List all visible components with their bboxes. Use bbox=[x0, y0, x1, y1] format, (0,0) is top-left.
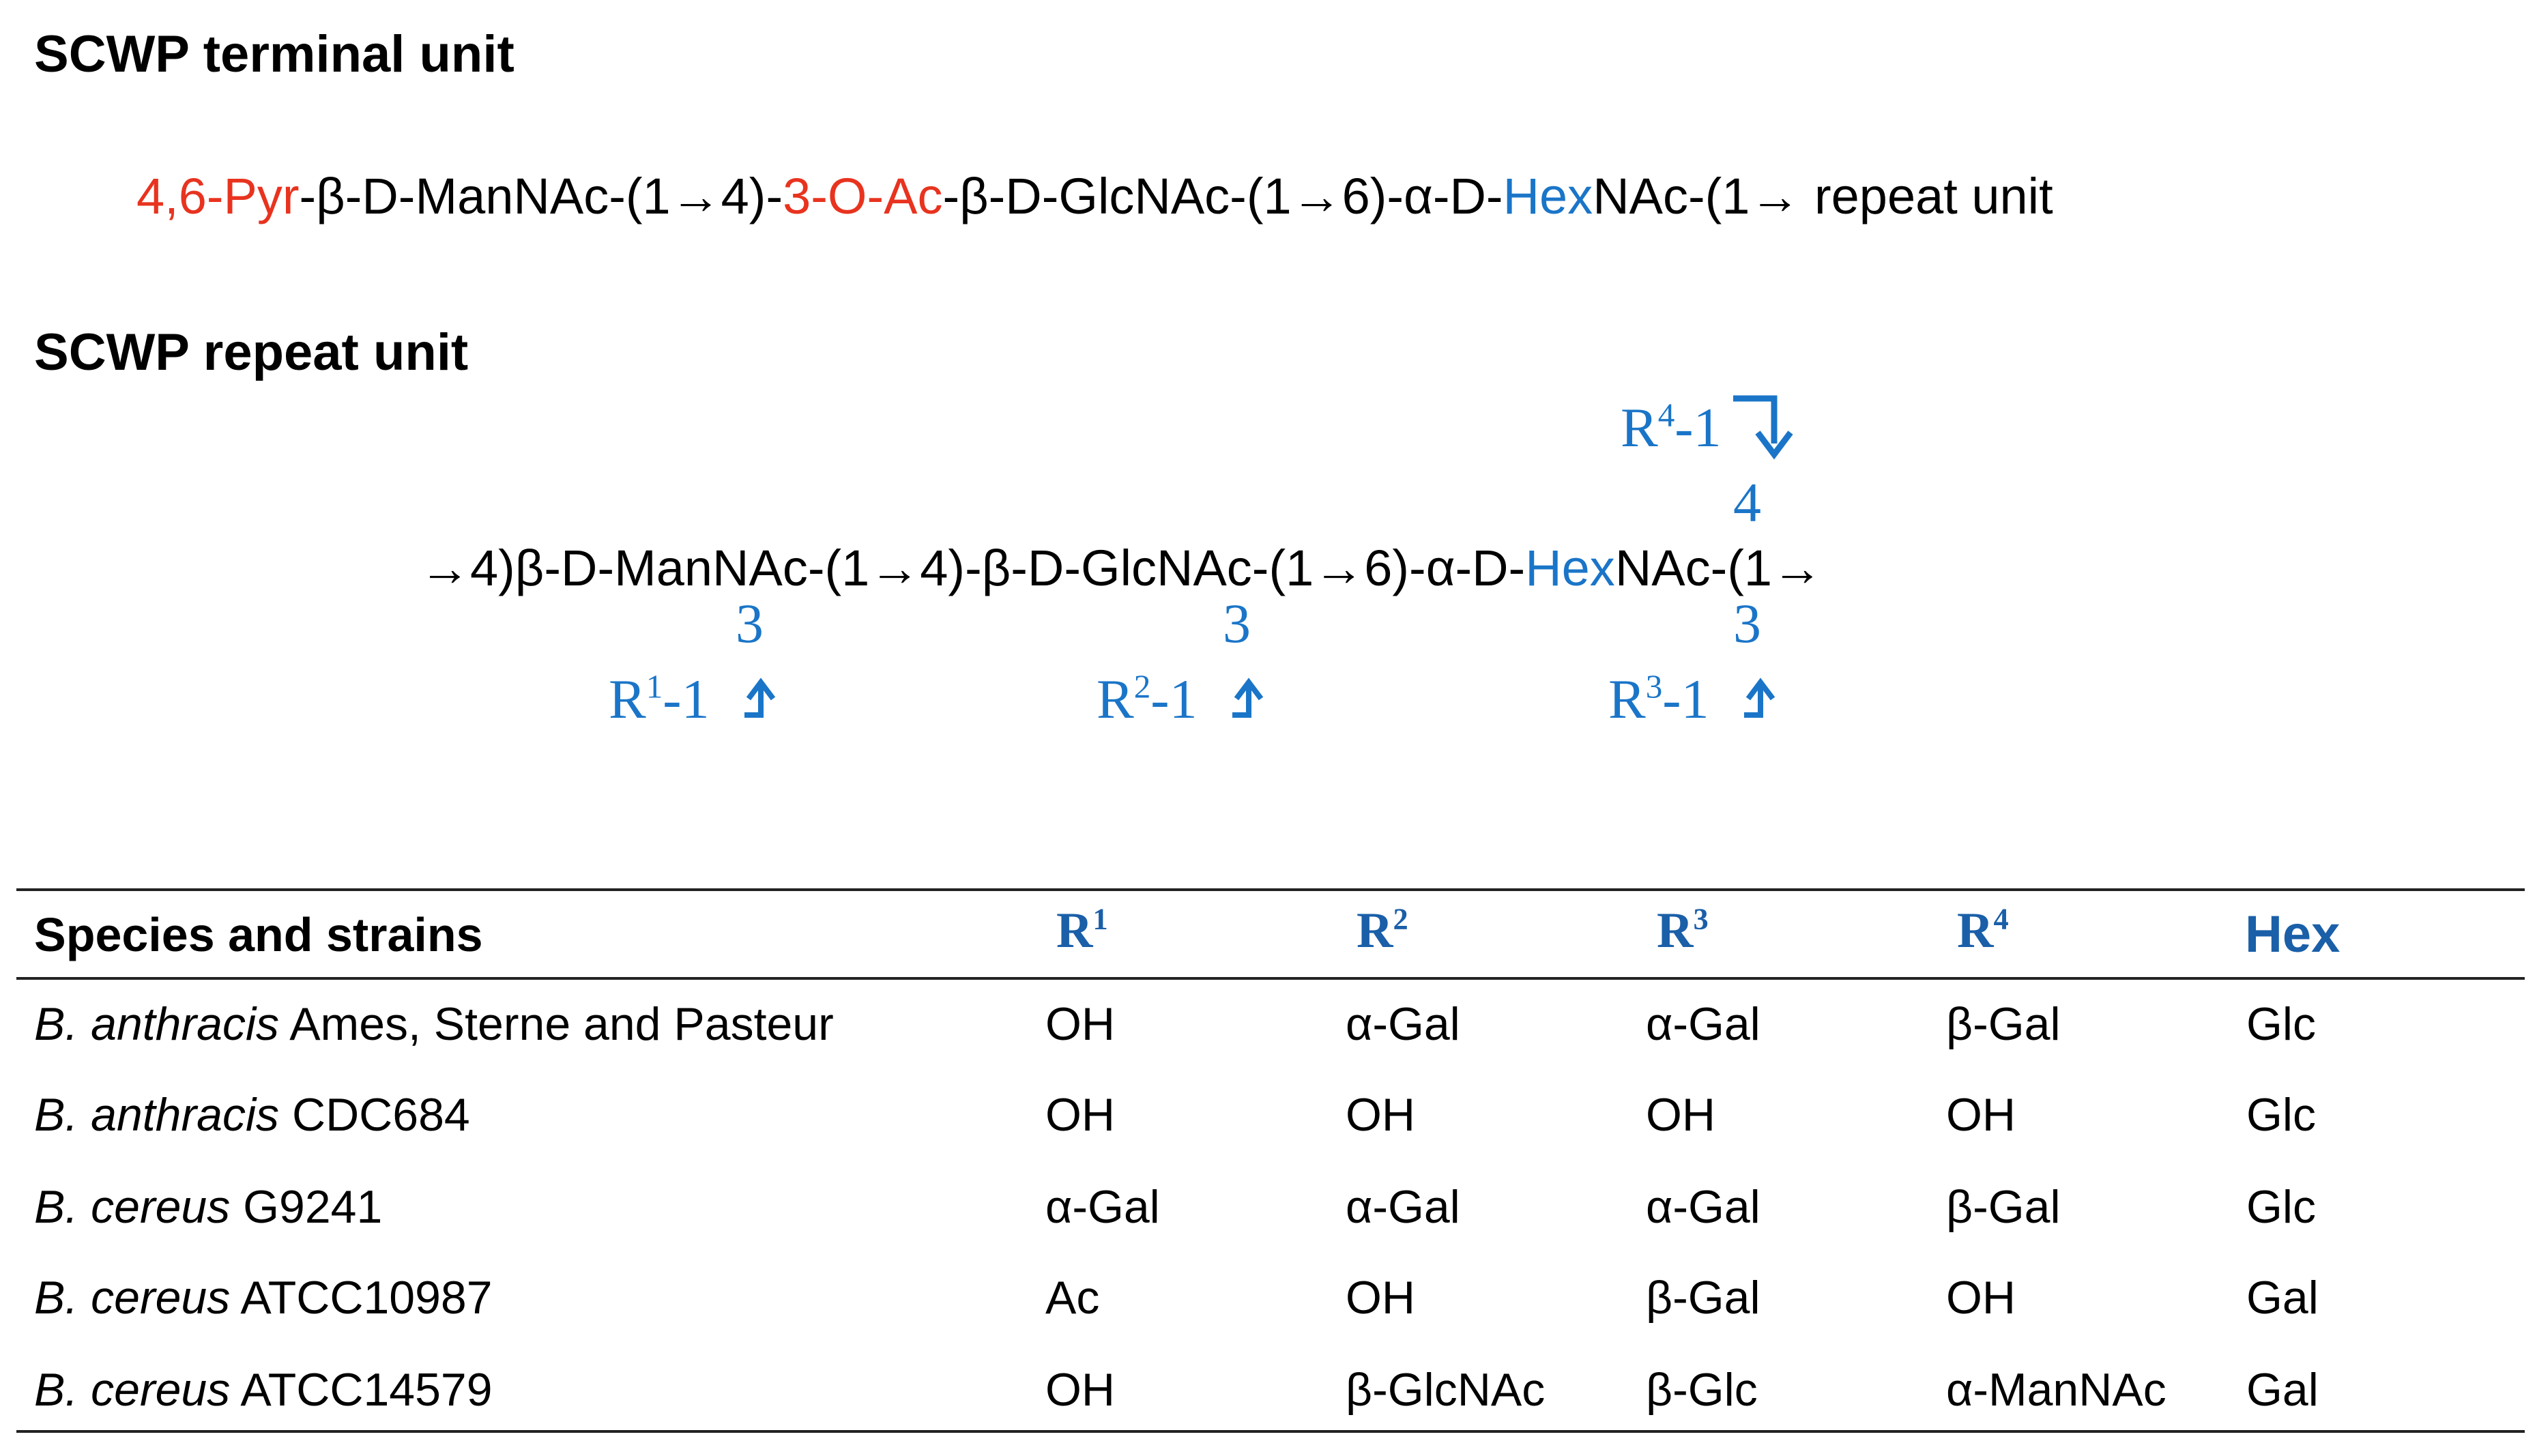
cell-r4: OH bbox=[1946, 1089, 2016, 1141]
cell-hex: Glc bbox=[2246, 1089, 2316, 1141]
r4-branch-label: R4-1 bbox=[1621, 396, 1722, 460]
repeat-unit-formula: →4)β-D-ManNAc-(1→4)-β-D-GlcNAc-(1→6)-α-D… bbox=[420, 539, 1823, 597]
table-header-rule bbox=[16, 977, 2525, 980]
cell-r1: α-Gal bbox=[1045, 1181, 1160, 1233]
cell-r4: OH bbox=[1946, 1272, 2016, 1324]
row-strain: ATCC10987 bbox=[230, 1272, 493, 1324]
cell-hex: Glc bbox=[2246, 1181, 2316, 1233]
cell-r4: β-Gal bbox=[1946, 998, 2061, 1050]
cell-r4: β-Gal bbox=[1946, 1181, 2061, 1233]
header-r4: R4 bbox=[1957, 902, 2009, 960]
header-r1-sup: 1 bbox=[1092, 901, 1108, 936]
table-row: B. cereus ATCC14579 bbox=[34, 1363, 493, 1416]
glcnac-segment: -β-D-GlcNAc-(1→6)-α-D- bbox=[942, 168, 1503, 224]
cell-r3: β-Gal bbox=[1646, 1272, 1760, 1324]
header-r3-letter: R bbox=[1657, 903, 1694, 959]
cell-r3: α-Gal bbox=[1646, 1181, 1760, 1233]
header-r2: R2 bbox=[1357, 902, 1408, 960]
repeat-hex-label: Hex bbox=[1525, 540, 1615, 596]
position-3-mannac: 3 bbox=[736, 592, 764, 654]
row-strain: CDC684 bbox=[279, 1089, 470, 1141]
table-row: B. anthracis CDC684 bbox=[34, 1088, 470, 1141]
cell-hex: Gal bbox=[2246, 1272, 2319, 1324]
row-strain: ATCC14579 bbox=[230, 1364, 493, 1416]
r3-branch-label: R3-1 bbox=[1608, 667, 1709, 731]
header-r4-letter: R bbox=[1957, 903, 1994, 959]
r3-letter: R bbox=[1608, 668, 1646, 730]
position-3-hexnac: 3 bbox=[1733, 592, 1761, 654]
r3-suffix: -1 bbox=[1662, 668, 1709, 730]
cell-hex: Glc bbox=[2246, 998, 2316, 1050]
cell-r2: OH bbox=[1346, 1089, 1415, 1141]
row-genus: B. anthracis bbox=[34, 1089, 280, 1141]
r2-superscript: 2 bbox=[1133, 667, 1151, 705]
cell-r2: α-Gal bbox=[1346, 998, 1460, 1050]
repeat-unit-heading: SCWP repeat unit bbox=[34, 323, 469, 381]
pyr-substituent: 4,6-Pyr bbox=[136, 168, 300, 224]
hex-label: Hex bbox=[1503, 168, 1593, 224]
row-strain: G9241 bbox=[230, 1181, 383, 1233]
row-genus: B. cereus bbox=[34, 1364, 231, 1416]
cell-r1: OH bbox=[1045, 1089, 1115, 1141]
position-4-label: 4 bbox=[1733, 471, 1761, 534]
cell-r2: OH bbox=[1346, 1272, 1415, 1324]
header-r1-letter: R bbox=[1056, 903, 1093, 959]
cell-r1: OH bbox=[1045, 998, 1115, 1050]
row-genus: B. anthracis bbox=[34, 998, 280, 1050]
r1-letter: R bbox=[609, 668, 646, 730]
r2-letter: R bbox=[1097, 668, 1134, 730]
r2-suffix: -1 bbox=[1150, 668, 1198, 730]
r4-suffix: -1 bbox=[1675, 396, 1722, 458]
terminal-unit-formula: 4,6-Pyr-β-D-ManNAc-(1→4)-3-O-Ac-β-D-GlcN… bbox=[136, 167, 2053, 225]
cell-r2: β-GlcNAc bbox=[1346, 1364, 1546, 1416]
header-r3: R3 bbox=[1657, 902, 1709, 960]
r4-letter: R bbox=[1621, 396, 1658, 458]
table-row: B. anthracis Ames, Sterne and Pasteur bbox=[34, 998, 834, 1051]
header-r4-sup: 4 bbox=[1993, 901, 2009, 936]
r3-bent-arrow-icon bbox=[1744, 678, 1775, 718]
r1-suffix: -1 bbox=[663, 668, 710, 730]
cell-r3: β-Glc bbox=[1646, 1364, 1758, 1416]
header-r2-sup: 2 bbox=[1393, 901, 1408, 936]
row-strain: Ames, Sterne and Pasteur bbox=[279, 998, 834, 1050]
cell-r3: OH bbox=[1646, 1089, 1715, 1141]
position-3-glcnac: 3 bbox=[1223, 592, 1251, 654]
r1-superscript: 1 bbox=[646, 667, 663, 705]
cell-r1: OH bbox=[1045, 1364, 1115, 1416]
r1-branch-label: R1-1 bbox=[609, 667, 710, 731]
cell-r1: Ac bbox=[1045, 1272, 1100, 1324]
repeat-backbone-segment: →4)β-D-ManNAc-(1→4)-β-D-GlcNAc-(1→6)-α-D… bbox=[420, 540, 1526, 596]
o-acetyl-substituent: 3-O-Ac bbox=[783, 168, 943, 224]
cell-r3: α-Gal bbox=[1646, 998, 1760, 1050]
header-species: Species and strains bbox=[34, 908, 483, 961]
terminal-end-segment: NAc-(1→ repeat unit bbox=[1593, 168, 2053, 224]
header-r2-letter: R bbox=[1357, 903, 1393, 959]
table-top-rule bbox=[16, 888, 2525, 891]
row-genus: B. cereus bbox=[34, 1181, 231, 1233]
r4-bent-arrow-icon bbox=[1733, 395, 1793, 460]
mannac-segment: -β-D-ManNAc-(1→4)- bbox=[299, 168, 783, 224]
r3-superscript: 3 bbox=[1645, 667, 1663, 705]
table-row: B. cereus ATCC10987 bbox=[34, 1271, 493, 1324]
header-hex: Hex bbox=[2245, 905, 2340, 963]
r4-superscript: 4 bbox=[1657, 396, 1675, 434]
cell-r2: α-Gal bbox=[1346, 1181, 1460, 1233]
cell-hex: Gal bbox=[2246, 1364, 2319, 1416]
terminal-unit-heading: SCWP terminal unit bbox=[34, 25, 514, 83]
repeat-end-segment: NAc-(1→ bbox=[1614, 540, 1823, 596]
header-r3-sup: 3 bbox=[1693, 901, 1709, 936]
cell-r4: α-ManNAc bbox=[1946, 1364, 2166, 1416]
r1-bent-arrow-icon bbox=[744, 678, 776, 718]
table-bottom-rule bbox=[16, 1430, 2525, 1433]
r2-bent-arrow-icon bbox=[1232, 678, 1264, 718]
r2-branch-label: R2-1 bbox=[1097, 667, 1198, 731]
row-genus: B. cereus bbox=[34, 1272, 231, 1324]
header-r1: R1 bbox=[1056, 902, 1108, 960]
table-row: B. cereus G9241 bbox=[34, 1180, 382, 1234]
